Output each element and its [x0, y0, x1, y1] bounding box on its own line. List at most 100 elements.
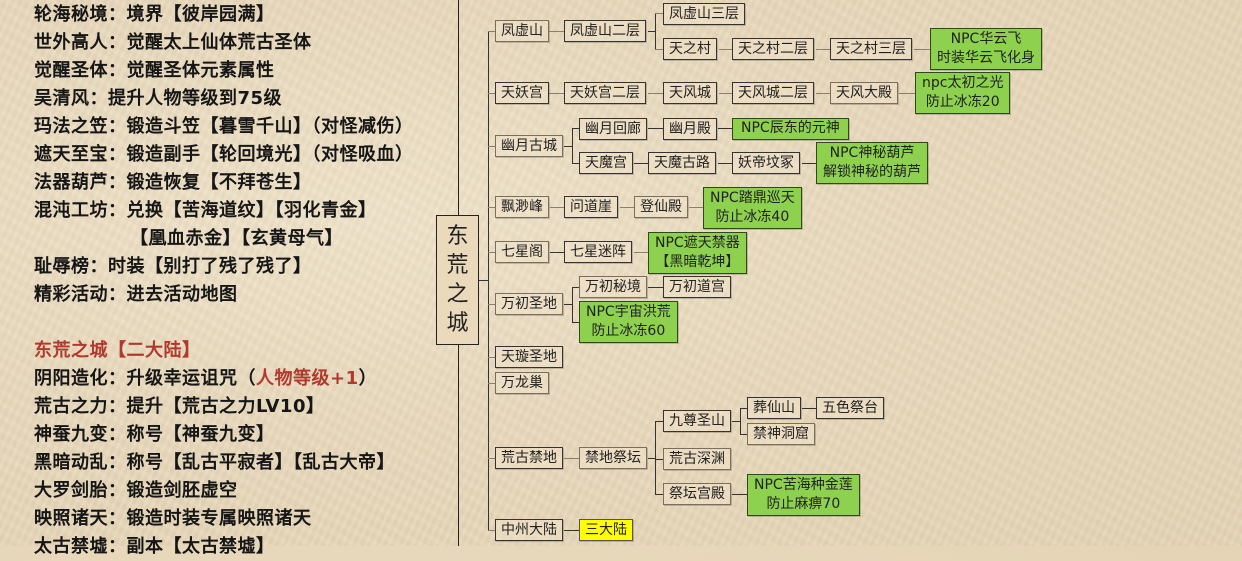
node-tianfengcheng-2f[interactable]: 天风城二层 [732, 82, 814, 104]
quest-line: 觉醒圣体：觉醒圣体元素属性 [34, 60, 275, 81]
connector [648, 93, 663, 94]
node-wanchumijing[interactable]: 万初秘境 [579, 276, 647, 298]
connector [488, 530, 495, 531]
node-wanlongchao[interactable]: 万龙巢 [495, 372, 549, 394]
connector [719, 93, 732, 94]
connector [620, 207, 634, 208]
connector [732, 494, 747, 495]
quest-line: 神蚕九变：称号【神蚕九变】 [34, 424, 275, 445]
node-tianxuanshengdi[interactable]: 天璇圣地 [495, 346, 563, 368]
quest-line: 黑暗动乱：称号【乱古平寂者】【乱古大帝】 [34, 452, 395, 473]
connector [718, 128, 732, 129]
quest-line: 阴阳造化：升级幸运诅咒（人物等级+1） [34, 365, 377, 393]
connector [488, 146, 495, 147]
quest-line: 大罗剑胎：锻造剑胚虚空 [34, 480, 238, 501]
npc-taichu[interactable]: npc太初之光 防止冰冻20 [915, 72, 1011, 114]
connector [740, 408, 747, 409]
node-tianyaogong[interactable]: 天妖宫 [495, 82, 549, 104]
quest-line: 混沌工坊：兑换【苦海道纹】【羽化青金】 [34, 200, 377, 221]
npc-zhetianjinqi[interactable]: NPC遮天禁器 【黑暗乾坤】 [648, 232, 747, 274]
npc-name: NPC华云飞 [950, 31, 1022, 47]
node-youyuedian[interactable]: 幽月殿 [663, 118, 717, 140]
node-tianzhicun[interactable]: 天之村 [663, 38, 717, 60]
connector [802, 163, 816, 164]
node-wanchushengdi[interactable]: 万初圣地 [495, 293, 563, 315]
connector [572, 287, 573, 322]
root-char: 荒 [446, 253, 469, 278]
node-wendaoya[interactable]: 问道崖 [564, 196, 618, 218]
npc-huayunfei[interactable]: NPC华云飞 时装华云飞化身 [930, 28, 1042, 70]
connector [634, 252, 648, 253]
npc-tadingxuntian[interactable]: NPC踏鼎巡天 防止冰冻40 [703, 187, 802, 229]
node-jindijitan[interactable]: 禁地祭坛 [579, 447, 647, 469]
npc-yuzhouhonghuang[interactable]: NPC宇宙洪荒 防止冰冻60 [579, 301, 678, 343]
node-tianfengdadian[interactable]: 天风大殿 [830, 82, 898, 104]
node-qixingge[interactable]: 七星阁 [495, 241, 549, 263]
npc-desc: 防止冰冻60 [591, 323, 666, 339]
node-youyuehuilang[interactable]: 幽月回廊 [579, 118, 647, 140]
npc-desc: 防止冰冻40 [715, 209, 790, 225]
root-char: 东 [446, 224, 469, 249]
node-tianmogulu[interactable]: 天魔古路 [648, 152, 716, 174]
node-tianyaogong-2f[interactable]: 天妖宫二层 [564, 82, 646, 104]
node-jitangongdian[interactable]: 祭坛宫殿 [663, 483, 731, 505]
npc-kuhaijinlian[interactable]: NPC苦海种金莲 防止麻痹70 [747, 474, 860, 516]
node-fengxushan[interactable]: 凤虚山 [495, 20, 549, 42]
npc-shenmihulu[interactable]: NPC神秘葫芦 解锁神秘的葫芦 [816, 142, 928, 184]
quest-line: 玛法之笠：锻造斗笠【暮雪千山】（对怪减伤） [34, 116, 414, 137]
connector [816, 49, 830, 50]
trunk-line [488, 31, 489, 530]
connector [740, 434, 747, 435]
node-jiuzunshengshan[interactable]: 九尊圣山 [663, 410, 731, 432]
node-huangushenyuan[interactable]: 荒古深渊 [663, 448, 731, 470]
connector [488, 252, 495, 253]
connector [655, 494, 663, 495]
connector [655, 459, 663, 460]
node-zangxianshan[interactable]: 葬仙山 [747, 397, 801, 419]
npc-name: NPC遮天禁器 [655, 235, 740, 251]
connector [549, 93, 564, 94]
connector [549, 31, 564, 32]
section-heading: 东荒之城【二大陆】 [34, 340, 201, 361]
node-fengxushan-3f[interactable]: 凤虚山三层 [663, 3, 745, 25]
quest-line: 轮海秘境：境界【彼岸园满】 [34, 4, 275, 25]
npc-chendong[interactable]: NPC辰东的元神 [732, 118, 849, 140]
connector [648, 128, 663, 129]
root-node-donghuang-city: 东 荒 之 城 [436, 215, 479, 345]
npc-desc: 解锁神秘的葫芦 [823, 164, 921, 180]
connector [479, 280, 488, 281]
node-tianmogong[interactable]: 天魔宫 [579, 152, 633, 174]
connector [648, 287, 663, 288]
connector [488, 31, 495, 32]
quest-line: 精彩活动：进去活动地图 [34, 284, 238, 305]
connector [572, 128, 579, 129]
root-char: 之 [446, 282, 469, 307]
node-tianfengcheng[interactable]: 天风城 [663, 82, 717, 104]
quest-line-continuation: 【凰血赤金】【玄黄母气】 [130, 228, 343, 249]
connector [914, 49, 930, 50]
node-tianzhicun-2f[interactable]: 天之村二层 [732, 38, 814, 60]
node-zhongzhoudalu[interactable]: 中州大陆 [495, 519, 563, 541]
node-qixingmizhen[interactable]: 七星迷阵 [564, 241, 632, 263]
quest-highlight: 人物等级+1 [256, 368, 359, 389]
node-dengxiandian[interactable]: 登仙殿 [634, 196, 688, 218]
connector [572, 322, 579, 323]
connector [488, 304, 495, 305]
node-piaomiaofeng[interactable]: 飘渺峰 [495, 196, 549, 218]
node-wanchudaogong[interactable]: 万初道宫 [663, 276, 731, 298]
node-youyuegucheng[interactable]: 幽月古城 [495, 135, 563, 157]
node-wusejitai[interactable]: 五色祭台 [816, 397, 884, 419]
node-sandalu[interactable]: 三大陆 [579, 519, 633, 541]
quest-line: 耻辱榜：时装【别打了残了残了】 [34, 256, 312, 277]
node-huangujindi[interactable]: 荒古禁地 [495, 447, 563, 469]
npc-name: npc太初之光 [922, 75, 1004, 91]
connector [802, 408, 816, 409]
connector [655, 49, 663, 50]
npc-desc: 【黑暗乾坤】 [655, 254, 740, 270]
connector [564, 146, 572, 147]
node-tianzhicun-3f[interactable]: 天之村三层 [830, 38, 912, 60]
node-jinshendongku[interactable]: 禁神洞窟 [747, 423, 815, 445]
node-fengxushan-2f[interactable]: 凤虚山二层 [564, 20, 646, 42]
node-yaodifenzhong[interactable]: 妖帝坟冢 [732, 152, 800, 174]
connector [655, 13, 663, 14]
